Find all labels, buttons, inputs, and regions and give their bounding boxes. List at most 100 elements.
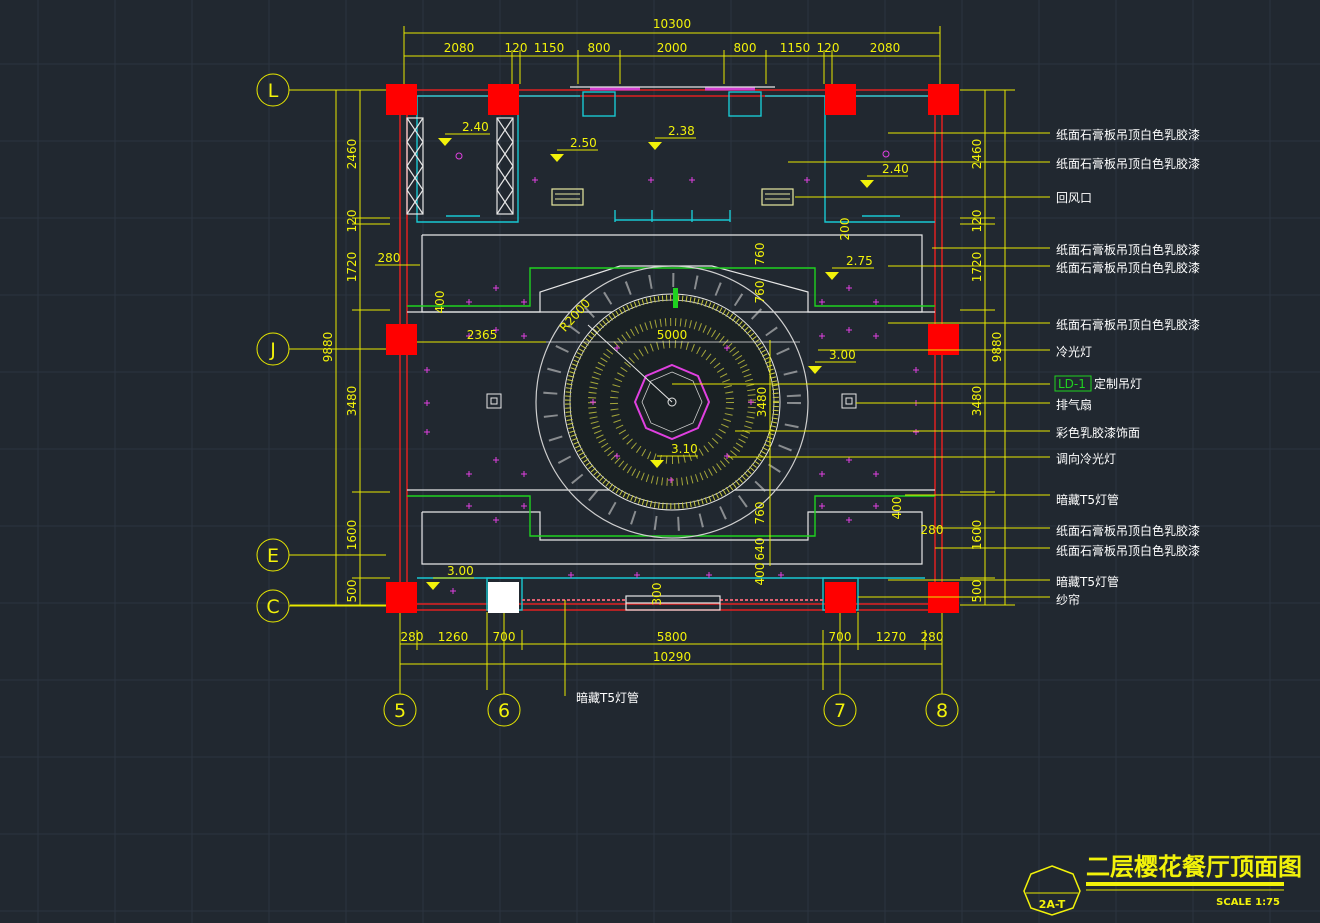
svg-text:6: 6 bbox=[498, 700, 510, 722]
dim-inner: 280 bbox=[921, 523, 944, 537]
svg-text:3.00: 3.00 bbox=[447, 564, 474, 578]
svg-text:LD-1: LD-1 bbox=[1058, 377, 1086, 391]
dim-top-seg: 2080 bbox=[444, 41, 475, 55]
title-block: 2A-T 二层樱花餐厅顶面图 SCALE 1:75 bbox=[1023, 853, 1302, 916]
dim-left-seg: 3480 bbox=[345, 386, 359, 417]
axis-bubble-6: 6 bbox=[487, 693, 521, 727]
axis-bubble-e: E bbox=[256, 538, 290, 572]
annotation-label-bottom: 暗藏T5灯管 bbox=[576, 690, 639, 705]
axis-bubble-7: 7 bbox=[823, 693, 857, 727]
dim-left-seg: 2460 bbox=[345, 139, 359, 170]
svg-text:3.00: 3.00 bbox=[829, 348, 856, 362]
dim-left-seg: 120 bbox=[345, 210, 359, 233]
dim-bottom-seg: 280 bbox=[401, 630, 424, 644]
svg-text:2.40: 2.40 bbox=[462, 120, 489, 134]
dim-inner: 280 bbox=[378, 251, 401, 265]
dim-top-seg: 2080 bbox=[870, 41, 901, 55]
dim-right-seg: 1720 bbox=[970, 252, 984, 283]
annotation-label: 纸面石膏板吊顶白色乳胶漆 bbox=[1056, 523, 1200, 538]
dim-top-seg: 120 bbox=[505, 41, 528, 55]
svg-text:2.40: 2.40 bbox=[882, 162, 909, 176]
dim-left-seg: 1600 bbox=[345, 520, 359, 551]
dim-inner: 760 bbox=[753, 243, 767, 266]
svg-text:2.50: 2.50 bbox=[570, 136, 597, 150]
dim-right-seg: 1600 bbox=[970, 520, 984, 551]
axis-bubble-8: 8 bbox=[925, 693, 959, 727]
dim-top-seg: 800 bbox=[734, 41, 757, 55]
svg-text:2.38: 2.38 bbox=[668, 124, 695, 138]
annotation-label: 纸面石膏板吊顶白色乳胶漆 bbox=[1056, 317, 1200, 332]
exhaust-fans bbox=[486, 393, 857, 409]
dim-inner: 2365 bbox=[467, 328, 498, 342]
level-marker: 3.00 bbox=[808, 348, 856, 374]
svg-text:8: 8 bbox=[936, 700, 948, 722]
annotation-labels: 纸面石膏板吊顶白色乳胶漆 纸面石膏板吊顶白色乳胶漆 回风口 纸面石膏板吊顶白色乳… bbox=[576, 127, 1200, 705]
svg-text:2.75: 2.75 bbox=[846, 254, 873, 268]
dim-left-overall: 9880 bbox=[321, 332, 335, 363]
dim-right-seg: 500 bbox=[970, 580, 984, 603]
structural-columns bbox=[386, 84, 959, 613]
dim-right-seg: 3480 bbox=[970, 386, 984, 417]
dim-inner: 760 bbox=[753, 502, 767, 525]
svg-text:3.10: 3.10 bbox=[671, 442, 698, 456]
dim-bottom-seg: 280 bbox=[921, 630, 944, 644]
dim-bottom-seg: 1260 bbox=[438, 630, 469, 644]
dim-inner: 400 bbox=[890, 497, 904, 520]
svg-text:C: C bbox=[266, 596, 279, 618]
dim-inner: 3480 bbox=[755, 387, 769, 418]
annotation-label: 暗藏T5灯管 bbox=[1056, 574, 1119, 589]
dim-top-seg: 1150 bbox=[780, 41, 811, 55]
level-marker: 2.75 bbox=[825, 254, 874, 280]
annotation-label: 纸面石膏板吊顶白色乳胶漆 bbox=[1056, 242, 1200, 257]
dim-bottom-overall: 10290 bbox=[653, 650, 691, 664]
bottom-dimension-chain: 280 1260 700 5800 700 1270 280 10290 bbox=[399, 612, 944, 690]
inner-dimensions: 280 400 2365 R2000 5000 3480 760 760 760… bbox=[375, 218, 944, 606]
annotation-label: 纸面石膏板吊顶白色乳胶漆 bbox=[1056, 543, 1200, 558]
dim-inner: 300 bbox=[650, 583, 664, 606]
level-markers: 2.40 2.50 2.38 2.40 2.75 3.00 3.10 3.00 bbox=[426, 120, 909, 590]
dim-inner: 400 bbox=[753, 563, 767, 586]
dim-inner: 5000 bbox=[657, 328, 688, 342]
annotation-label: 纸面石膏板吊顶白色乳胶漆 bbox=[1056, 260, 1200, 275]
dim-inner: 760 bbox=[753, 281, 767, 304]
dim-right-seg: 2460 bbox=[970, 139, 984, 170]
annotation-label: 纸面石膏板吊顶白色乳胶漆 bbox=[1056, 127, 1200, 142]
dim-inner: 400 bbox=[433, 291, 447, 314]
drawing-scale: SCALE 1:75 bbox=[1216, 897, 1280, 908]
dim-inner: 200 bbox=[838, 218, 852, 241]
axis-bubble-c: C bbox=[256, 589, 290, 623]
annotation-label: 回风口 bbox=[1056, 191, 1092, 205]
dim-top-seg: 120 bbox=[817, 41, 840, 55]
annotation-leaders bbox=[564, 132, 1050, 696]
annotation-label: 冷光灯 bbox=[1056, 345, 1092, 359]
dim-top-seg: 1150 bbox=[534, 41, 565, 55]
annotation-label: 纱帘 bbox=[1056, 592, 1080, 607]
dim-right-seg: 120 bbox=[970, 210, 984, 233]
annotation-label: 暗藏T5灯管 bbox=[1056, 492, 1119, 507]
sheet-number: 2A-T bbox=[1039, 898, 1066, 911]
axis-grid: L J E C 5 6 7 8 bbox=[256, 73, 959, 727]
dim-top-seg: 800 bbox=[588, 41, 611, 55]
svg-text:L: L bbox=[268, 80, 279, 102]
axis-bubble-l: L bbox=[256, 73, 290, 107]
dim-bottom-seg: 5800 bbox=[657, 630, 688, 644]
dim-top-seg: 2000 bbox=[657, 41, 688, 55]
level-marker: 3.00 bbox=[426, 564, 474, 590]
annotation-label: 定制吊灯 bbox=[1094, 376, 1142, 391]
svg-text:J: J bbox=[269, 339, 276, 361]
svg-text:5: 5 bbox=[394, 700, 406, 722]
dim-inner: R2000 bbox=[557, 296, 593, 334]
annotation-label: 彩色乳胶漆饰面 bbox=[1056, 425, 1140, 440]
dim-inner: 640 bbox=[753, 538, 767, 561]
dim-top-overall: 10300 bbox=[653, 17, 691, 31]
axis-bubble-5: 5 bbox=[383, 693, 417, 727]
level-marker: 3.10 bbox=[650, 442, 698, 468]
level-marker: 2.50 bbox=[550, 136, 598, 162]
annotation-label: 纸面石膏板吊顶白色乳胶漆 bbox=[1056, 156, 1200, 171]
dim-right-overall: 9880 bbox=[990, 332, 1004, 363]
dim-left-seg: 500 bbox=[345, 580, 359, 603]
drawing-title: 二层樱花餐厅顶面图 bbox=[1086, 853, 1302, 881]
annotation-label: 调向冷光灯 bbox=[1056, 451, 1116, 466]
level-marker: 2.40 bbox=[860, 162, 909, 188]
